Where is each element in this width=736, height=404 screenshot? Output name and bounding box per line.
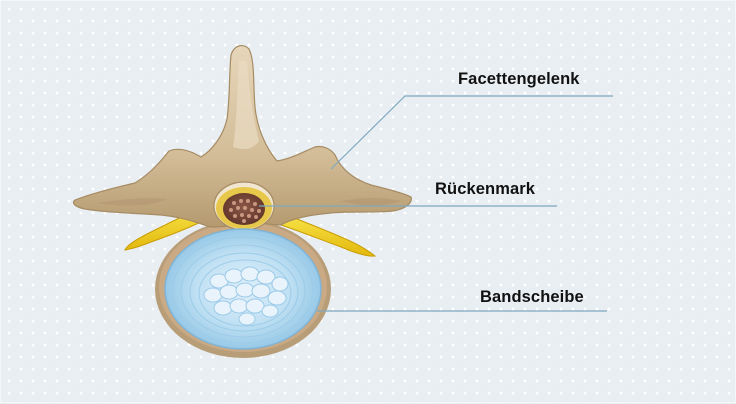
label-disc: Bandscheibe (480, 288, 584, 307)
leader-line-facet (331, 96, 613, 169)
label-spinal-cord: Rückenmark (435, 180, 535, 199)
label-facet-joint: Facettengelenk (458, 70, 580, 89)
